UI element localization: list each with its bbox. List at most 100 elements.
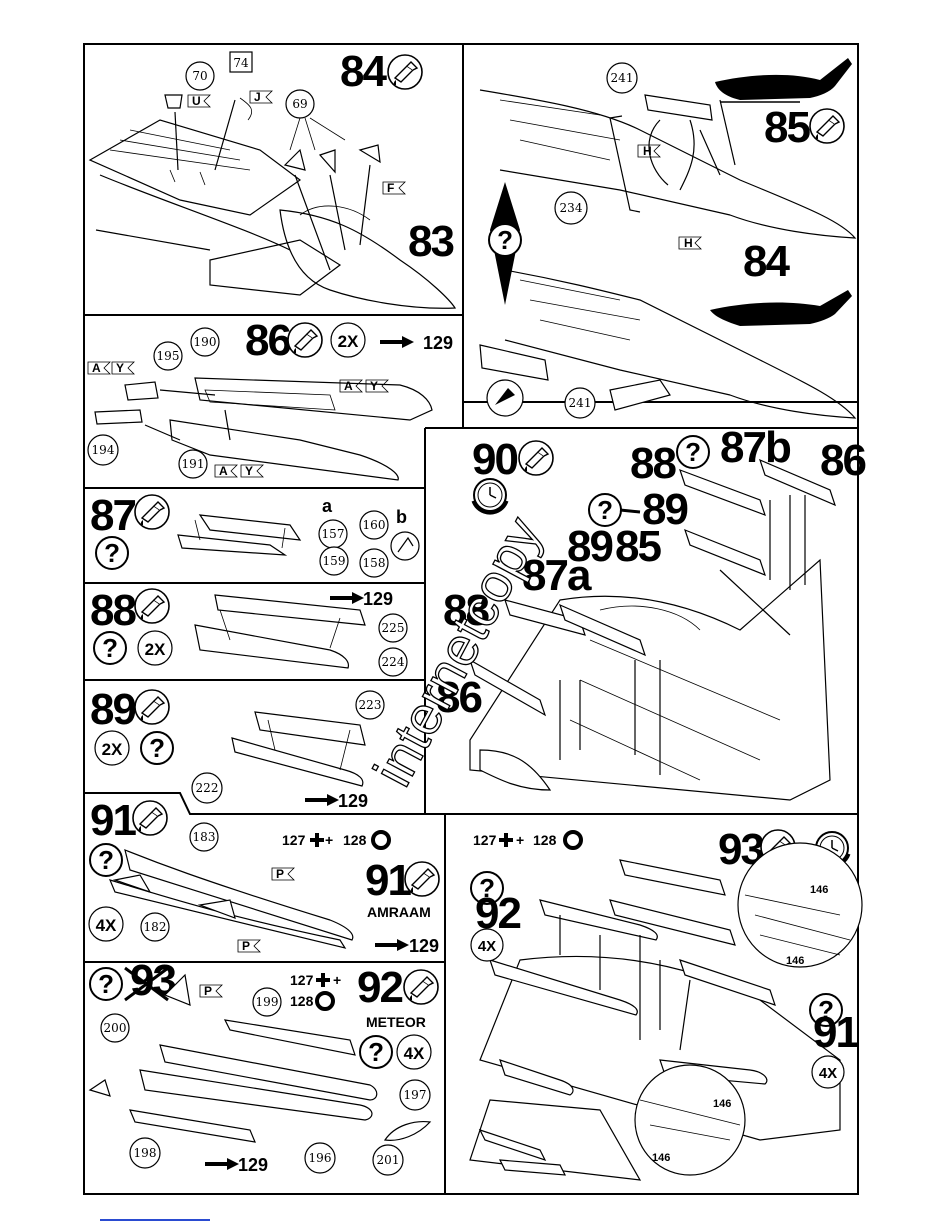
page-underline [100, 1219, 210, 1221]
question-icon [676, 435, 710, 469]
question-icon [140, 731, 174, 765]
glue-icon [809, 108, 845, 144]
glue-icon [404, 861, 440, 897]
svg-text:H: H [684, 236, 693, 250]
step-86-number: 86 [245, 316, 290, 365]
part-190-callout [190, 327, 220, 357]
part-222-callout [191, 772, 223, 804]
svg-text:183: 183 [193, 830, 216, 844]
aircraft-silhouette [715, 58, 852, 100]
part-196-callout [304, 1142, 336, 1174]
svg-text:4X: 4X [819, 1065, 837, 1082]
step-87-number: 87 [90, 491, 135, 540]
qty-badge [330, 322, 366, 358]
svg-text:88: 88 [630, 439, 676, 488]
svg-text:Y: Y [116, 361, 124, 375]
svg-text:P: P [242, 939, 250, 953]
svg-text:86: 86 [820, 436, 865, 485]
svg-text:2X: 2X [102, 740, 123, 759]
svg-text:146: 146 [810, 884, 828, 896]
part-198-callout [129, 1137, 161, 1169]
step-88-panel: 88 2X 129 225 224 [90, 586, 408, 677]
glue-icon [132, 800, 168, 836]
svg-text:198: 198 [134, 1146, 157, 1160]
qty-badge [396, 1034, 432, 1070]
question-icon [95, 536, 129, 570]
svg-text:Y: Y [245, 464, 253, 478]
part-200-callout [100, 1013, 130, 1043]
svg-text:87b: 87b [720, 423, 791, 472]
svg-text:201: 201 [377, 1153, 400, 1167]
step-91-number: 91 [90, 796, 136, 845]
glue-icon [134, 689, 170, 725]
svg-text:b: b [396, 507, 407, 527]
qty-badge [88, 906, 124, 942]
svg-text:F: F [387, 181, 394, 195]
step-85-result: 84 [743, 237, 790, 286]
svg-text:127: 127 [473, 832, 497, 848]
arrow-icon [303, 792, 341, 808]
svg-text:197: 197 [404, 1088, 427, 1102]
svg-text:146: 146 [652, 1152, 670, 1164]
svg-text:87a: 87a [522, 551, 592, 600]
canopy-drawing [88, 119, 457, 309]
svg-text:4X: 4X [478, 938, 496, 955]
svg-text:160: 160 [363, 518, 386, 532]
part-223-callout [355, 690, 385, 720]
svg-text:91: 91 [813, 1008, 859, 1057]
step-90-number: 90 [472, 435, 517, 484]
glue-icon [287, 322, 323, 358]
svg-text:U: U [192, 94, 201, 108]
part-224-callout [378, 647, 408, 677]
question-icon [89, 843, 123, 877]
svg-text:P: P [204, 984, 212, 998]
svg-text:222: 222 [196, 781, 219, 795]
glue-icon [518, 440, 554, 476]
svg-text:129: 129 [238, 1155, 268, 1175]
part-241b-callout [564, 387, 596, 419]
detail-zoom-bottom [634, 1064, 746, 1176]
svg-text:158: 158 [363, 556, 386, 570]
svg-text:157: 157 [322, 527, 345, 541]
svg-text:+: + [516, 832, 524, 848]
part-225-callout [378, 613, 408, 643]
question-icon [488, 223, 522, 257]
part-160-callout [359, 510, 389, 540]
part-191-callout [178, 449, 208, 479]
step-90-panel: 90 88 87b 86 89 89 85 87a 88 86 [436, 423, 867, 801]
svg-text:4X: 4X [96, 916, 117, 935]
svg-text:Y: Y [370, 379, 378, 393]
svg-text:88: 88 [443, 586, 489, 635]
svg-text:224: 224 [382, 655, 405, 669]
step-84-result: 83 [408, 217, 453, 266]
svg-text:129: 129 [363, 589, 393, 609]
svg-text:191: 191 [182, 457, 205, 471]
step-86-panel: 86 2X 129 195 190 194 191 A Y A Y A [87, 316, 453, 481]
arrow-icon [203, 1156, 241, 1172]
glue-icon [403, 969, 439, 1005]
arrow-icon [328, 590, 366, 606]
qty-badge [137, 630, 173, 666]
step-89-panel: 89 2X 223 222 129 [90, 685, 385, 811]
part-182-callout [140, 912, 170, 942]
step-84-panel: 84 70 74 69 U J F 83 [88, 47, 457, 309]
svg-text:89: 89 [642, 485, 687, 534]
svg-text:190: 190 [194, 335, 217, 349]
part-201-callout [372, 1144, 404, 1176]
step-89-number: 89 [90, 685, 135, 734]
svg-text:METEOR: METEOR [366, 1014, 426, 1030]
svg-text:194: 194 [92, 443, 115, 457]
step-85-panel: 85 241 234 H H 84 241 [479, 58, 857, 419]
svg-text:129: 129 [338, 791, 368, 811]
step-87-panel: 87 a b 157 160 159 158 [90, 491, 420, 578]
svg-text:+: + [325, 832, 333, 848]
part-199-callout [252, 987, 282, 1017]
flag-group: A Y A Y A Y [87, 361, 389, 478]
svg-text:J: J [254, 90, 261, 104]
part-197-callout [399, 1079, 431, 1111]
qty-badge [811, 1055, 845, 1089]
qty-badge [470, 928, 504, 962]
question-icon [359, 1035, 393, 1069]
svg-text:129: 129 [423, 333, 453, 353]
svg-text:AMRAAM: AMRAAM [367, 904, 431, 920]
